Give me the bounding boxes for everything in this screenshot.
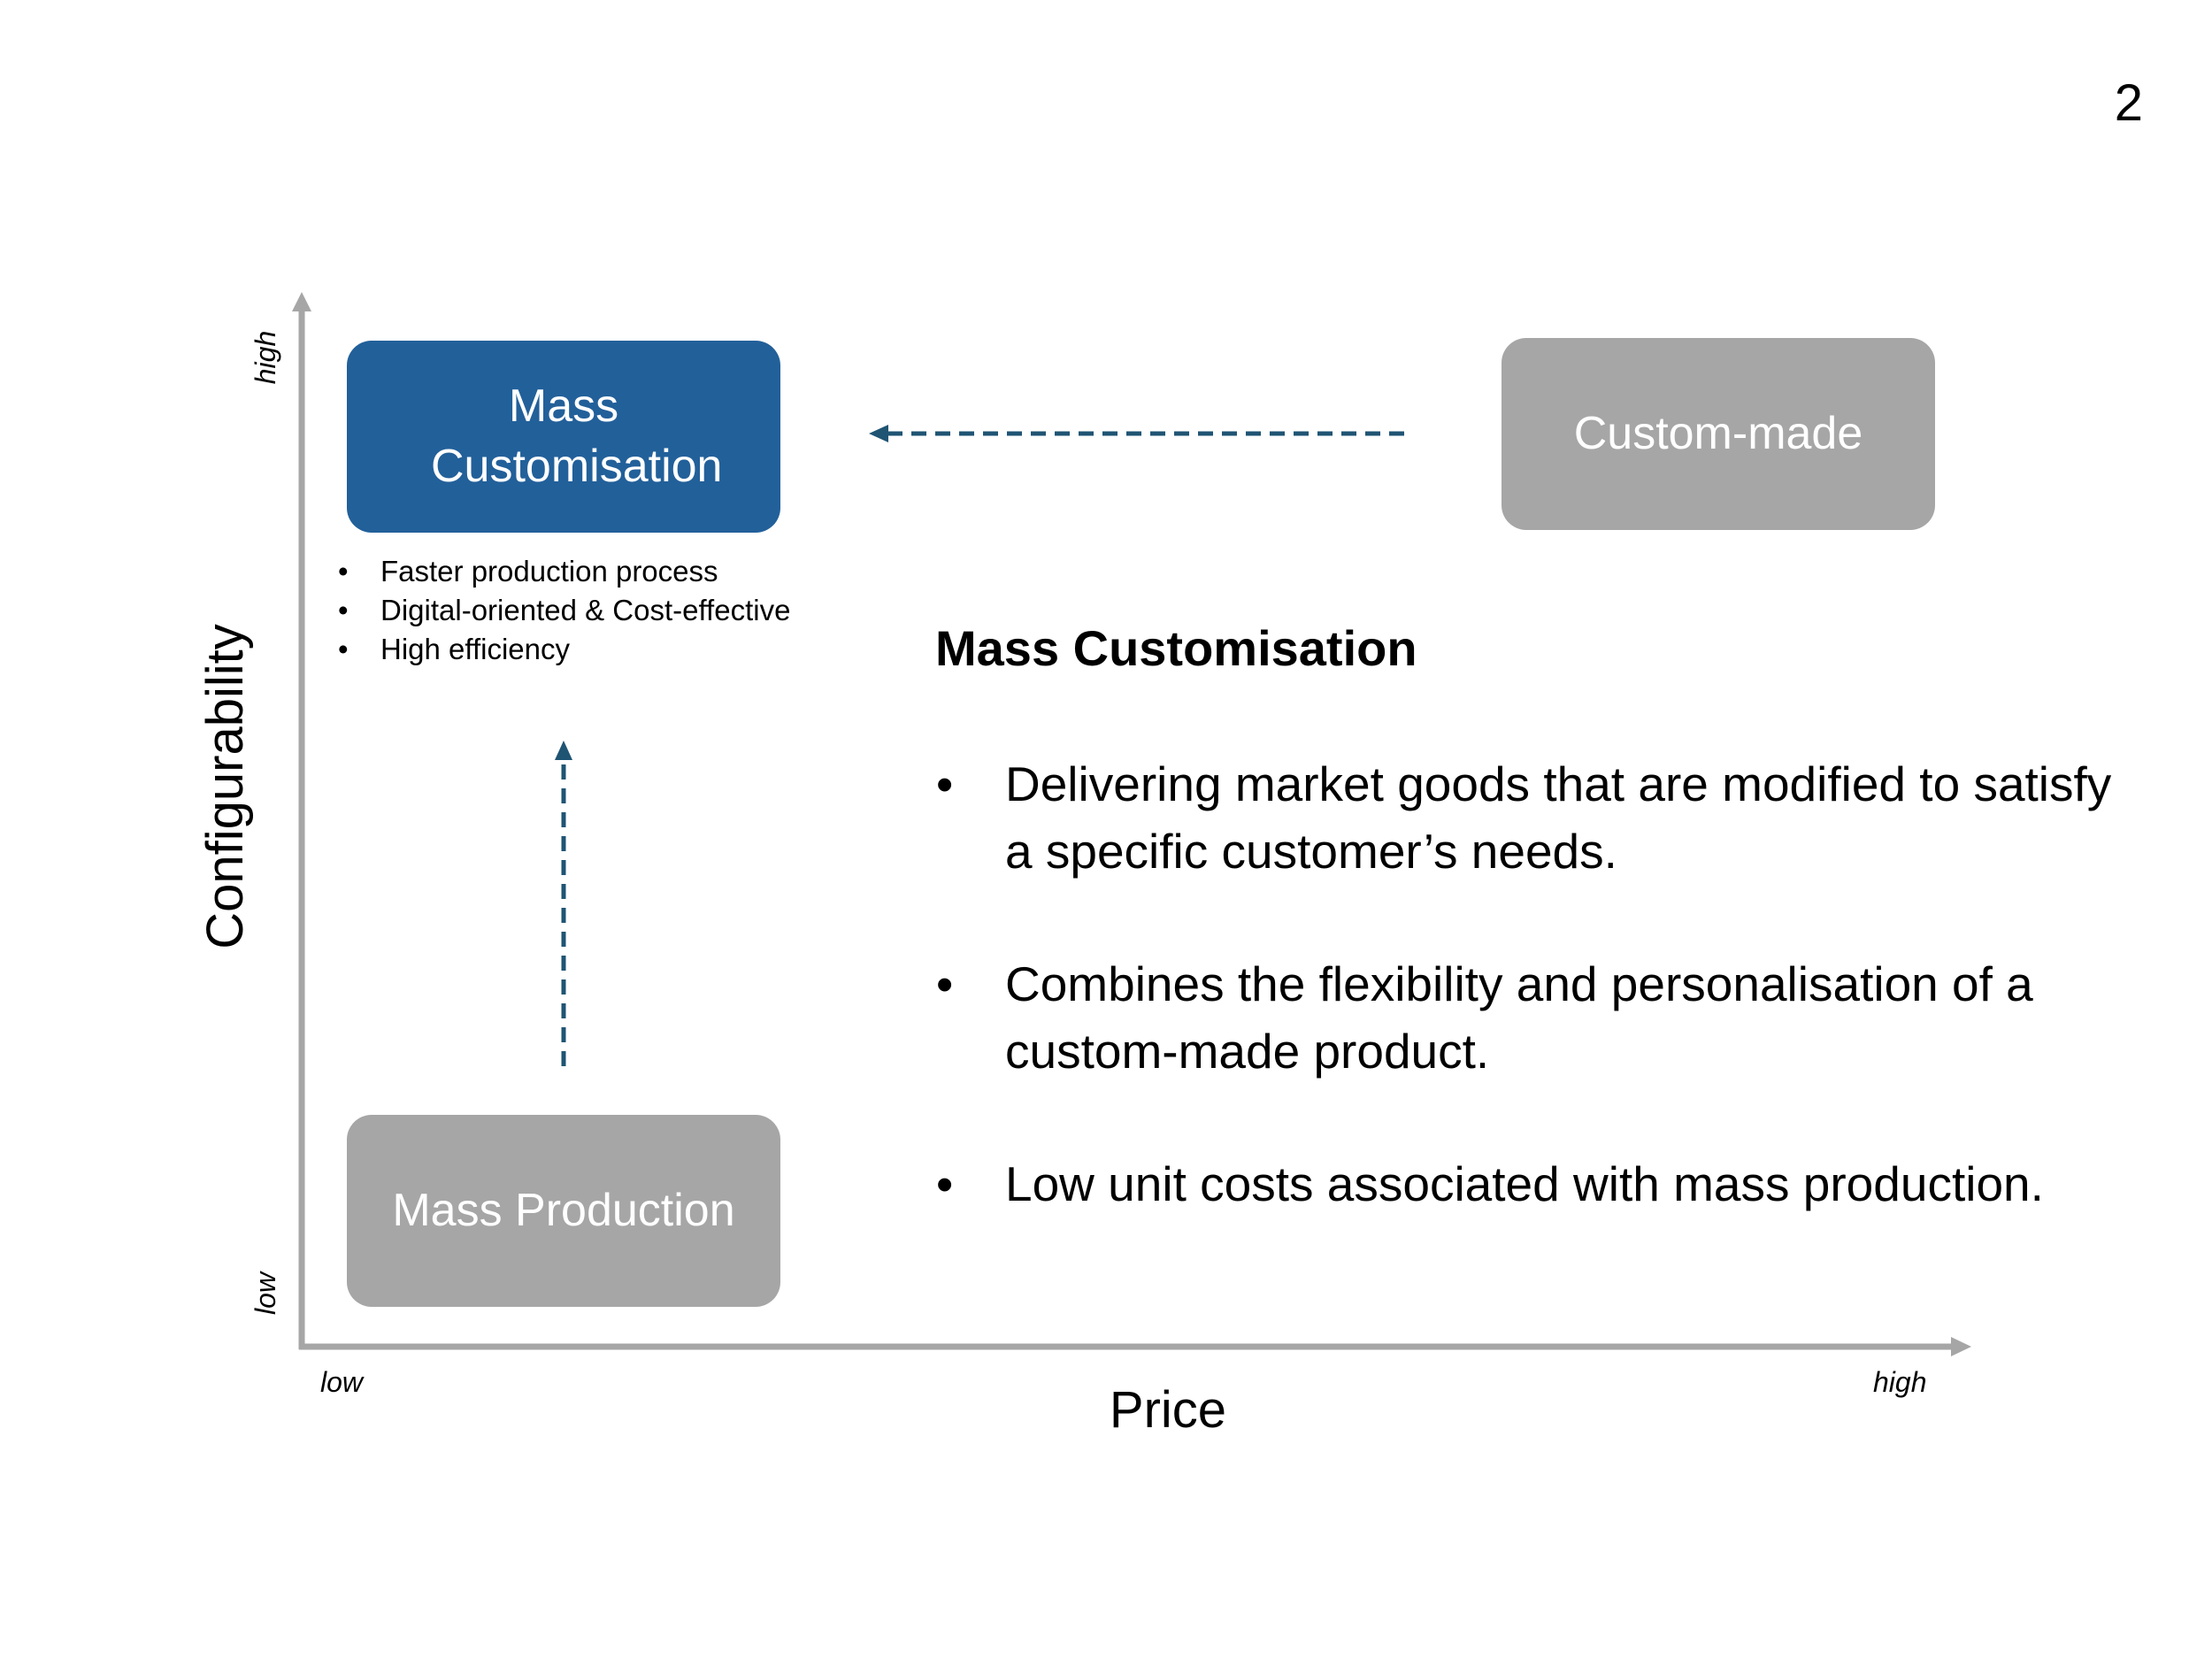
x-axis-low-label: low bbox=[320, 1366, 364, 1398]
x-axis-high-label: high bbox=[1873, 1366, 1927, 1398]
mass-production-box: Mass Production bbox=[347, 1115, 780, 1307]
y-axis bbox=[292, 292, 311, 1349]
feature-item: Faster production process bbox=[336, 552, 790, 591]
custom-made-box: Custom-made bbox=[1502, 338, 1935, 530]
x-axis-title: Price bbox=[1109, 1381, 1227, 1439]
y-axis-high-label: high bbox=[250, 330, 281, 385]
mass-customisation-feature-list: Faster production process Digital-orient… bbox=[336, 552, 790, 669]
feature-item: Digital-oriented & Cost-effective bbox=[336, 591, 790, 630]
panel-bullet: Delivering market goods that are modifie… bbox=[929, 750, 2150, 885]
y-axis-low-label: low bbox=[250, 1272, 281, 1316]
arrow-mass-production-to-mass-customisation bbox=[555, 741, 572, 1066]
panel-title: Mass Customisation bbox=[935, 620, 1417, 676]
custom-made-box-label: Custom-made bbox=[1573, 407, 1863, 459]
mass-production-box-label: Mass Production bbox=[392, 1184, 735, 1236]
mass-customisation-box-label: Mass Customisation bbox=[431, 380, 723, 492]
x-axis-arrowhead bbox=[1951, 1337, 1971, 1356]
feature-item: High efficiency bbox=[336, 630, 790, 669]
panel-bullet: Combines the flexibility and personalisa… bbox=[929, 950, 2150, 1085]
y-axis-arrowhead bbox=[292, 292, 311, 311]
panel-bullet: Low unit costs associated with mass prod… bbox=[929, 1150, 2150, 1217]
x-axis bbox=[299, 1337, 1971, 1356]
mass-customisation-box: Mass Customisation bbox=[347, 341, 780, 533]
arrow-custom-made-to-mass-customisation bbox=[869, 425, 1404, 442]
page-number: 2 bbox=[2114, 74, 2143, 132]
y-axis-title: Configurability bbox=[196, 624, 254, 949]
panel-bullet-list: Delivering market goods that are modifie… bbox=[929, 750, 2150, 1283]
